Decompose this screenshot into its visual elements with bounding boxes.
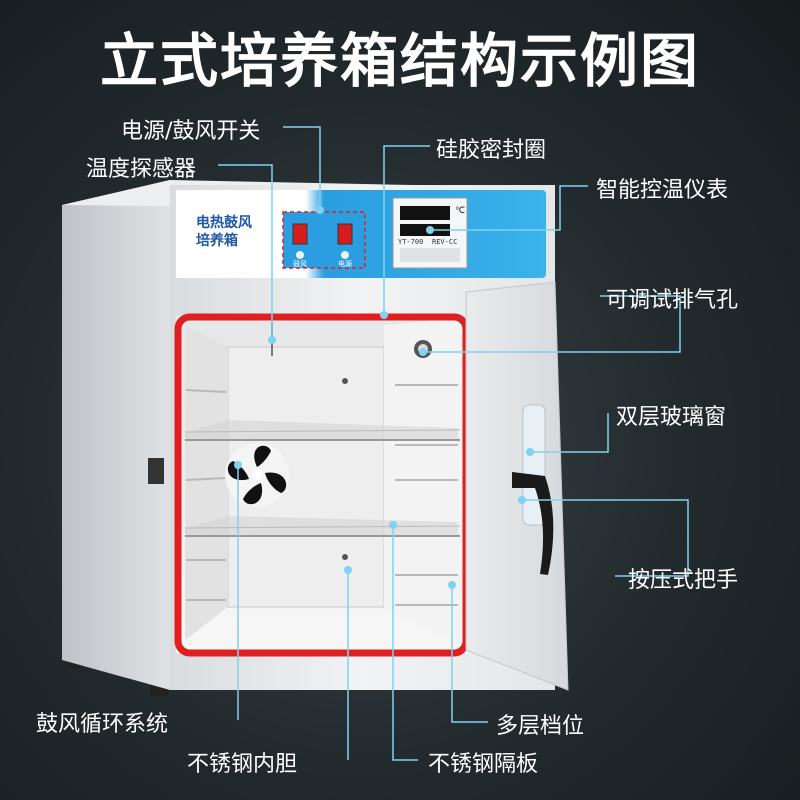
callout-steel-shelf: 不锈钢隔板: [428, 752, 539, 777]
callout-smart-controller: 智能控温仪表: [596, 178, 729, 203]
controller-model: YT-700: [398, 238, 424, 246]
door-latch: [148, 458, 164, 484]
circulation-fan: [225, 443, 289, 507]
chamber-right-wall: [384, 318, 462, 645]
brand-line-2: 培养箱: [196, 233, 238, 249]
controller-display-bottom: [400, 224, 450, 236]
callout-lines: [218, 126, 689, 761]
press-handle[interactable]: [512, 472, 554, 575]
callout-silicone-seal: 硅胶密封圈: [436, 138, 547, 163]
switch-label-fan: 鼓风: [293, 260, 307, 268]
shelf-rails: [185, 384, 458, 606]
fan-switch[interactable]: [292, 223, 308, 245]
switch-label-power: 电源: [338, 260, 352, 268]
callout-multi-level: 多层档位: [496, 714, 585, 739]
brand-panel-area: [176, 190, 263, 278]
callout-dots: [234, 206, 534, 589]
fan-indicator: [296, 251, 304, 259]
callout-double-glass: 双层玻璃窗: [616, 405, 727, 430]
power-indicator: [341, 251, 349, 259]
brand-panel: 电热鼓风 培养箱: [196, 214, 252, 250]
controller-unit: ℃: [455, 206, 466, 216]
callout-power-fan-switch: 电源/鼓风开关: [121, 119, 261, 144]
controller-brand: REV-CC: [432, 238, 458, 246]
controller-buttons: [400, 248, 460, 262]
shelf-lower: [184, 516, 461, 537]
callout-temp-sensor: 温度探感器: [86, 157, 197, 182]
controller-display-top: [400, 206, 450, 220]
callout-steel-liner: 不锈钢内胆: [187, 752, 298, 777]
callout-fan-circulation: 鼓风循环系统: [36, 712, 169, 737]
chamber-left-wall: [185, 325, 228, 640]
cabinet-side: [62, 180, 170, 690]
callout-press-handle: 按压式把手: [628, 568, 739, 593]
page-title: 立式培养箱结构示例图: [99, 27, 700, 95]
brand-line-1: 电热鼓风: [196, 215, 252, 231]
power-switch[interactable]: [337, 223, 353, 245]
callout-adjustable-vent: 可调试排气孔: [606, 288, 739, 313]
shelf-upper: [184, 420, 461, 441]
